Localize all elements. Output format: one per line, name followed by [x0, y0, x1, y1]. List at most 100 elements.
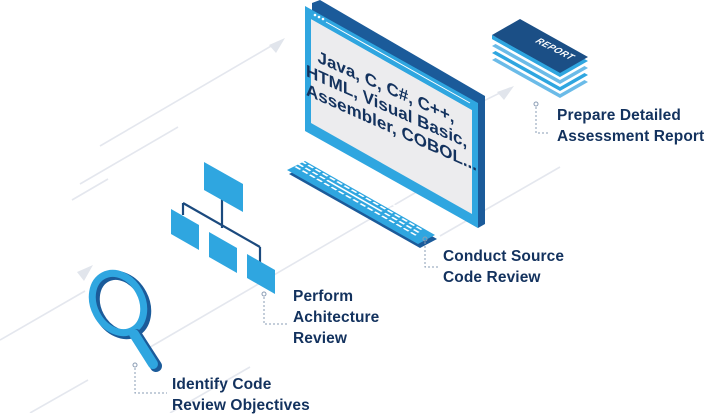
label-line: Review [293, 330, 348, 347]
keyboard-key [391, 216, 398, 221]
report-stack-icon [492, 19, 588, 98]
keyboard-key [365, 197, 372, 202]
connector-architecture [261, 291, 288, 325]
arrowhead-icon [269, 38, 285, 53]
keyboard-key [392, 204, 400, 209]
keyboard-key [307, 164, 315, 169]
keyboard-key [321, 172, 329, 177]
keyboard-key [377, 196, 385, 200]
keyboard-key [317, 165, 325, 170]
keyboard-key [412, 229, 420, 233]
keyboard-key [396, 211, 404, 215]
keyboard-key [316, 178, 323, 183]
connector-source [422, 236, 438, 268]
keyboard-key [311, 171, 319, 176]
keyboard-key [310, 161, 317, 166]
label-line: Code Review [443, 269, 541, 286]
keyboard-key [331, 174, 339, 178]
keyboard-key [320, 163, 327, 167]
keyboard-key [418, 223, 426, 228]
keyboard-key [398, 220, 406, 225]
keyboard-key [395, 223, 403, 228]
keyboard-key [324, 170, 332, 174]
keyboard-key [312, 159, 320, 163]
keyboard-key [375, 198, 382, 203]
magnifying-glass-icon [88, 269, 162, 372]
label-line: Achitecture [293, 309, 380, 326]
keyboard-key [336, 181, 343, 185]
keyboard-key [388, 219, 396, 224]
keyboard-key [349, 179, 356, 184]
keyboard-key [404, 215, 411, 220]
keyboard-key [337, 190, 345, 195]
flow-arrowheads [77, 38, 514, 281]
keyboard-key [389, 207, 397, 211]
keyboard-key [383, 212, 391, 217]
arrowhead-icon [497, 86, 514, 100]
keyboard-key [393, 214, 401, 218]
keyboard-key [366, 207, 374, 211]
keyboard-key [330, 186, 338, 191]
guide-line [99, 41, 279, 147]
guide-line [169, 366, 251, 413]
keyboard-key [334, 171, 342, 176]
connector-identify [132, 362, 167, 394]
keyboard-key [318, 175, 326, 180]
label-line: Assessment Report [557, 128, 705, 145]
keyboard-key [352, 199, 360, 203]
keyboard-key [401, 218, 408, 222]
keyboard-key [301, 170, 309, 174]
step-label-report: Prepare Detailed Assessment Report [557, 105, 704, 147]
keyboard-key [382, 202, 390, 207]
keyboard-key [305, 154, 313, 159]
label-line: Review Objectives [172, 397, 310, 414]
keyboard-key [302, 157, 310, 162]
guide-line [29, 379, 89, 413]
keyboard-key [370, 191, 378, 196]
guide-line [439, 166, 561, 237]
label-line: Prepare Detailed [557, 107, 681, 124]
keyboard-key [339, 178, 346, 183]
keyboard-key [399, 208, 407, 213]
keyboard-key [294, 166, 302, 170]
step-label-identify: Identify Code Review Objectives [172, 374, 310, 416]
keyboard-key [379, 205, 387, 210]
keyboard-key [327, 167, 335, 172]
step-label-architecture: Perform Achitecture Review [293, 286, 379, 349]
keyboard-key [386, 209, 394, 214]
keyboard-key [326, 179, 383, 212]
keyboard-key [350, 189, 358, 194]
label-connectors [132, 101, 550, 394]
label-line: Identify Code [172, 376, 272, 393]
keyboard-key [411, 219, 418, 224]
keyboard-key [402, 227, 410, 232]
keyboard-key [405, 225, 413, 229]
keyboard-key [314, 168, 322, 173]
keyboard-key [363, 187, 371, 192]
keyboard-key [356, 183, 363, 188]
keyboard-icon [287, 154, 437, 248]
label-line: Conduct Source [443, 248, 565, 265]
computer-monitor-icon [305, 0, 485, 228]
keyboard-key [385, 200, 392, 204]
keyboard-key [346, 182, 353, 187]
keyboard-key [343, 185, 351, 189]
keyboard-key [308, 174, 316, 179]
connector-report [533, 101, 550, 134]
keyboard-key [341, 175, 349, 180]
guide-line [71, 178, 109, 201]
keyboard-key [408, 222, 416, 226]
keyboard-key [328, 177, 336, 181]
keyboard-key [345, 194, 352, 199]
monitor-screen [311, 19, 472, 214]
keyboard-key [357, 193, 365, 198]
keyboard-key [360, 190, 368, 195]
keyboard-key [414, 216, 421, 221]
keyboard-key [300, 160, 307, 165]
guide-line [0, 290, 86, 341]
step-label-source: Conduct Source Code Review [443, 246, 564, 288]
arrowhead-icon [77, 265, 93, 281]
guide-line [79, 126, 179, 185]
keyboard-key [372, 201, 380, 206]
